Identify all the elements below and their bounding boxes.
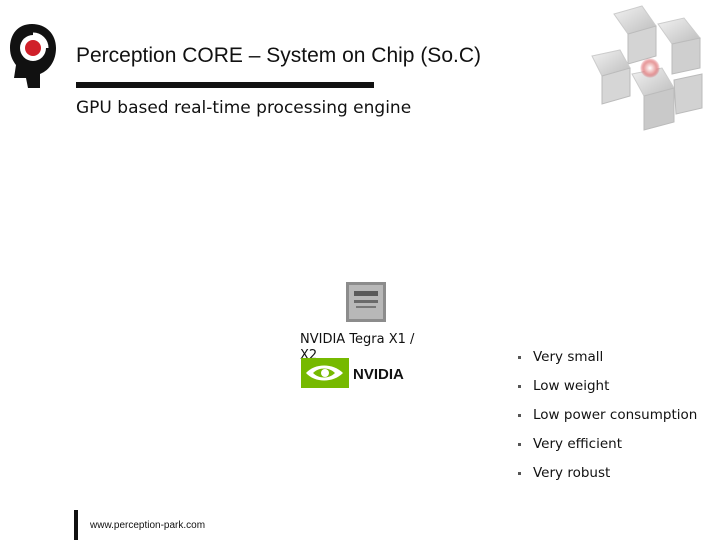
nvidia-wordmark: NVIDIA [353, 366, 404, 383]
brand-head-logo-icon [10, 24, 56, 88]
bullet-icon [518, 356, 521, 359]
feature-list: Very small Low weight Low power consumpt… [518, 343, 697, 488]
bullet-icon [518, 385, 521, 388]
bullet-icon [518, 472, 521, 475]
feature-text: Low weight [533, 378, 610, 394]
feature-text: Very robust [533, 465, 611, 481]
feature-text: Low power consumption [533, 407, 698, 423]
list-item: Low weight [518, 372, 697, 401]
tegra-chip-image [346, 282, 386, 322]
cube-cluster-graphic [591, 5, 703, 131]
list-item: Low power consumption [518, 401, 697, 430]
feature-text: Very efficient [533, 436, 623, 452]
nvidia-logo-icon: NVIDIA [301, 358, 404, 388]
feature-text: Very small [533, 349, 604, 365]
footer-url: www.perception-park.com [90, 520, 206, 531]
list-item: Very robust [518, 459, 697, 488]
footer-accent-bar [74, 510, 78, 540]
bullet-icon [518, 443, 521, 446]
slide-title: Perception CORE – System on Chip (So.C) [76, 44, 481, 67]
slide-subtitle: GPU based real-time processing engine [76, 98, 412, 118]
title-underline [76, 82, 374, 88]
list-item: Very efficient [518, 430, 697, 459]
bullet-icon [518, 414, 521, 417]
list-item: Very small [518, 343, 697, 372]
